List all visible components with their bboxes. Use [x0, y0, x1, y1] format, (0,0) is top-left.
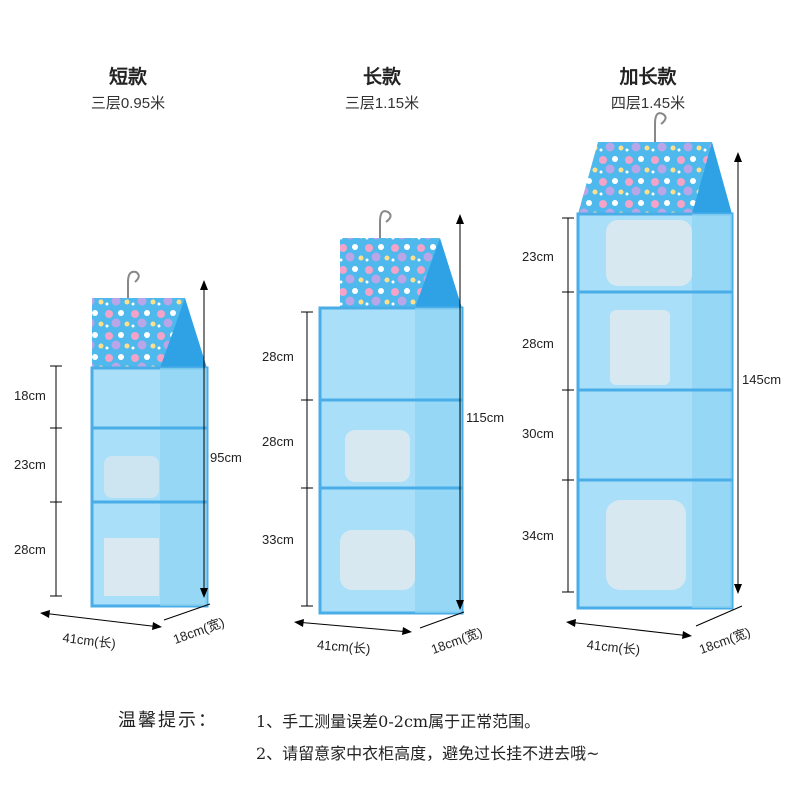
hat-item [345, 430, 410, 482]
tips-label: 温馨提示： [118, 710, 218, 731]
top-cover [578, 142, 712, 214]
handbag-item [104, 456, 159, 498]
shelf-height-label: 34cm [522, 528, 554, 543]
organizer-extra-long [562, 112, 743, 639]
shelf-height-label: 18cm [14, 388, 46, 403]
hat-item [606, 220, 692, 286]
shelf-height-label: 23cm [14, 457, 46, 472]
bag-item [606, 500, 686, 590]
product-2-title: 长款 [362, 67, 401, 88]
shelf-height-label: 23cm [522, 249, 554, 264]
handbag-item [610, 310, 670, 385]
total-height-label: 115cm [466, 410, 505, 425]
product-1-spec: 三层0.95米 [90, 95, 166, 112]
bag-item [340, 530, 415, 590]
bag-item [104, 538, 159, 596]
product-3-spec: 四层1.45米 [610, 95, 686, 112]
total-height-label: 145cm [742, 372, 782, 387]
shelf-height-label: 28cm [262, 434, 294, 449]
organizer-short [40, 270, 211, 630]
tip-line-2: 2、请留意家中衣柜高度，避免过长挂不进去哦~ [256, 744, 600, 763]
product-3-title: 加长款 [619, 67, 677, 88]
product-2-spec: 三层1.15米 [344, 95, 420, 112]
shelf-height-label: 30cm [522, 426, 554, 441]
organizer-long [294, 210, 465, 635]
product-1-title: 短款 [108, 67, 147, 88]
top-cover [340, 238, 440, 308]
total-height-label: 95cm [210, 450, 242, 465]
shelf-height-label: 33cm [262, 532, 294, 547]
shelf-height-label: 28cm [14, 542, 46, 557]
top-cover [92, 298, 185, 368]
tip-line-1: 1、手工测量误差0-2cm属于正常范围。 [256, 712, 541, 731]
shelf-height-label: 28cm [262, 349, 294, 364]
shelf-height-label: 28cm [522, 336, 554, 351]
